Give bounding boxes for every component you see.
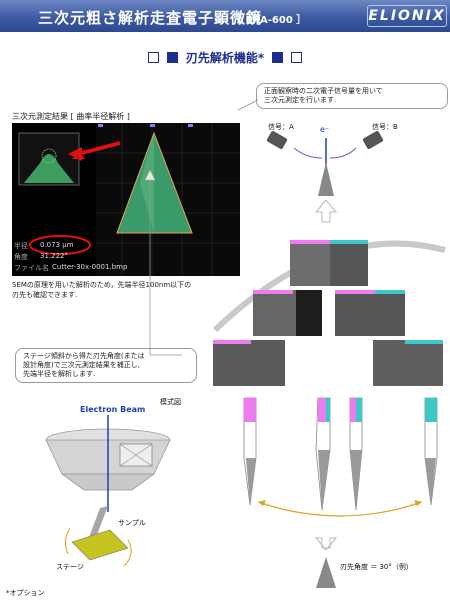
callout-top-line1: 正面観察時の二次電子信号量を用いて: [264, 87, 383, 95]
callout-bottom: ステージ傾斜から得た刃先角度(または 設計角度)で三次元測定結果を補正し, 先端…: [15, 348, 197, 383]
callout-top: 正面観察時の二次電子信号量を用いて 三次元測定を行います.: [256, 83, 448, 109]
signal-b-label: 信号：B: [372, 123, 398, 131]
stage-label: ステージ: [56, 563, 84, 571]
signal-arrow-b: [329, 147, 357, 159]
arrow-up-icon: [314, 199, 338, 223]
schematic-label: 模式図: [160, 398, 181, 406]
readout-value-angle: 31.222°: [40, 252, 68, 260]
electron-label: e⁻: [320, 125, 330, 134]
tip-icon: [318, 162, 334, 196]
footnote: *オプション: [6, 589, 45, 597]
angle-label: 刃先角度 ＝ 30°（例）: [340, 563, 413, 571]
arrow-down-icon: [314, 537, 338, 551]
callout-bottom-line1: ステージ傾斜から得た刃先角度(または: [23, 352, 145, 360]
detector-a-icon: [266, 131, 288, 149]
readout-value-file: Cutter-30x-0001.bmp: [52, 263, 128, 271]
readout-label-file: ファイル名: [14, 264, 49, 272]
readout-value-radius: 0.073 μm: [40, 241, 74, 249]
readout-label-angle: 角度: [14, 253, 28, 261]
header-bar: 三次元粗さ解析走査電子顕微鏡 ［ ERA-600 ］ ELIONIX: [0, 0, 450, 32]
section-title: 刃先解析機能*: [0, 49, 450, 66]
callout-bottom-line2: 設計角度)で三次元測定結果を補正し,: [23, 361, 140, 369]
sample-label: サンプル: [118, 519, 146, 527]
section-title-text: 刃先解析機能*: [185, 51, 265, 65]
sem-caption-line1: SEMの原理を用いた解析のため，先端半径100nm以下の: [12, 281, 192, 289]
callout-top-pointer: [237, 99, 259, 111]
square-filled-icon: [272, 52, 284, 63]
result-image: 半径 0.073 μm 角度 31.222° ファイル名 Cutter-30x-…: [12, 123, 240, 276]
callout-bottom-line3: 先端半径を解析します.: [23, 370, 96, 378]
page-title: 三次元粗さ解析走査電子顕微鏡: [38, 9, 263, 27]
result-title: 三次元測定結果 [ 曲率半径解析 ]: [12, 112, 130, 121]
callout-top-line2: 三次元測定を行います.: [264, 96, 337, 104]
flow-arc: [212, 240, 446, 333]
apparatus-schematic: [45, 415, 171, 567]
brand-logo: ELIONIX: [367, 5, 447, 27]
tilt-arc-arrow: [257, 501, 423, 517]
square-outline-icon: [291, 52, 303, 63]
signal-a-label: 信号：A: [268, 123, 294, 131]
electron-beam-label: Electron Beam: [80, 405, 146, 414]
signal-arrow-a: [293, 147, 323, 159]
sem-caption-line2: 刃先も確認できます.: [12, 291, 78, 299]
model-name: ［ ERA-600 ］: [232, 15, 307, 26]
square-filled-icon: [166, 52, 178, 63]
square-outline-icon: [147, 52, 159, 63]
readout-label-radius: 半径: [14, 242, 28, 250]
detector-b-icon: [362, 131, 384, 149]
final-tip-icon: [316, 557, 336, 588]
tip-series: [243, 397, 438, 511]
